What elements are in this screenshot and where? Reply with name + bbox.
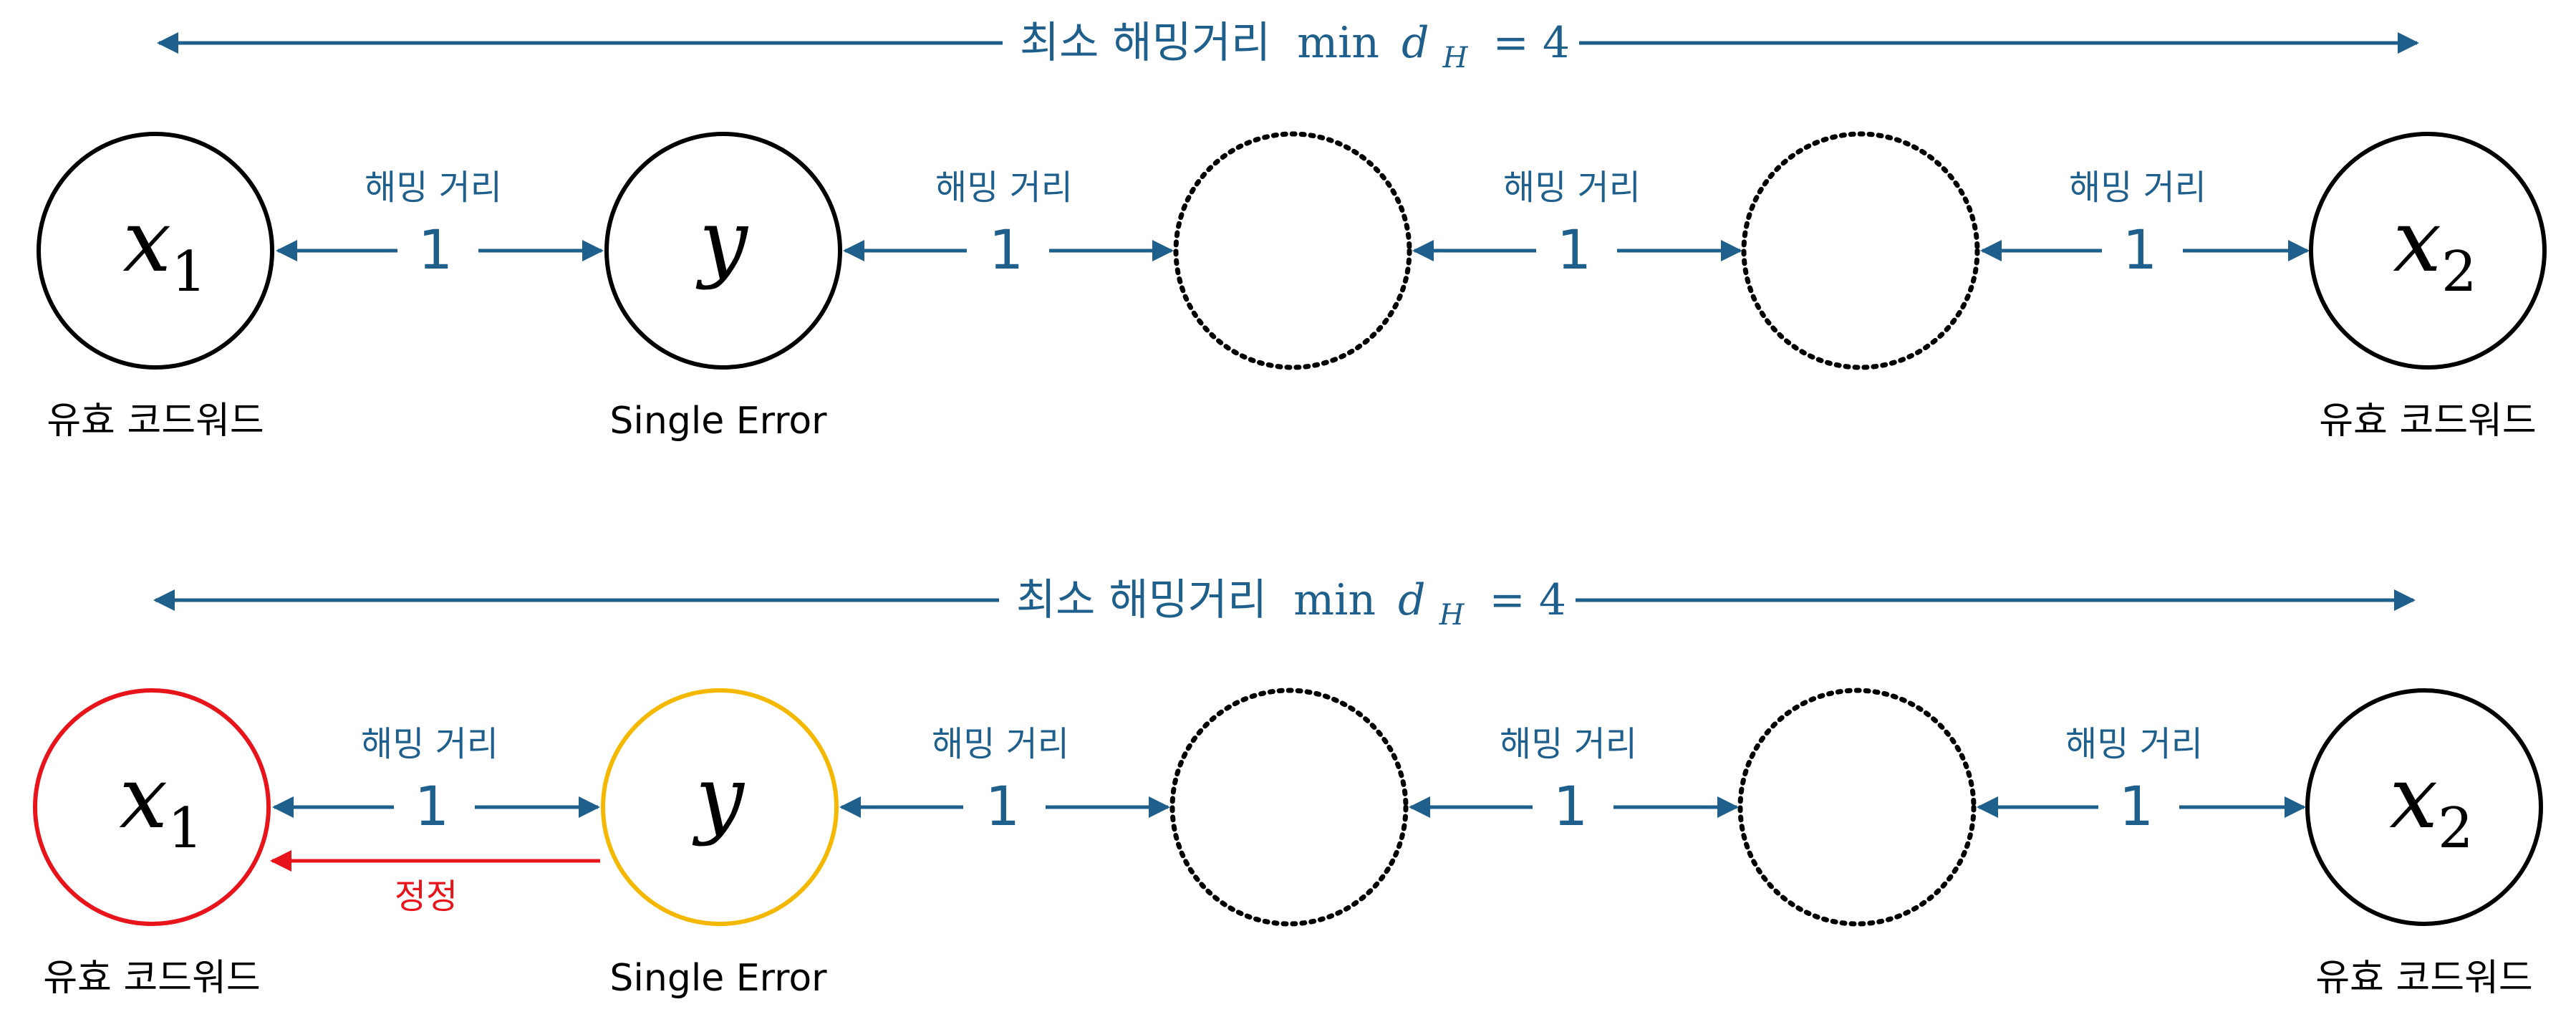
caption-x1-2: 유효 코드워드	[43, 957, 261, 1000]
node-x1	[37, 132, 274, 370]
edge-6-value: 1	[985, 774, 1020, 838]
min-distance-span: 최소 해밍거리 min d H = 4	[157, 18, 2419, 78]
distance-value: = 4	[1493, 18, 1571, 68]
edge-1-value: 1	[418, 218, 453, 281]
min-fn-2: min	[1293, 575, 1376, 625]
edge-8-value: 1	[2119, 774, 2153, 838]
edge-4-value: 1	[2123, 218, 2157, 281]
node-x1-corrected	[33, 688, 271, 926]
edge-8: 해밍 거리 1	[1977, 724, 2306, 838]
edge-5: 해밍 거리 1	[272, 724, 600, 838]
node-x2-symbol-2: x2	[2389, 748, 2473, 861]
min-distance-title: 최소 해밍거리 min d H = 4	[1020, 18, 1570, 78]
min-distance-prefix-2: 최소 해밍거리	[1016, 575, 1267, 625]
edge-2-value: 1	[989, 218, 1023, 281]
node-y	[604, 132, 842, 370]
edge-7: 해밍 거리 1	[1409, 724, 1739, 838]
node-intermediate-1	[1173, 131, 1412, 370]
edge-7-value: 1	[1553, 774, 1588, 838]
correction-arrow: 정정	[270, 850, 600, 917]
d-var-2: d	[1398, 575, 1425, 625]
node-y-symbol-2: y	[692, 748, 746, 848]
node-y-symbol: y	[695, 192, 749, 291]
edge-4: 해밍 거리 1	[1980, 168, 2310, 281]
caption-y: Single Error	[609, 400, 827, 443]
edge-2-title: 해밍 거리	[935, 168, 1073, 208]
edge-6: 해밍 거리 1	[839, 724, 1170, 838]
d-subscript-2: H	[1439, 599, 1465, 632]
edge-1-title: 해밍 거리	[365, 168, 502, 208]
node-x1-symbol-2: x1	[119, 748, 203, 861]
min-distance-title-2: 최소 해밍거리 min d H = 4	[1016, 575, 1566, 635]
node-intermediate-3	[1169, 688, 1409, 927]
caption-x2: 유효 코드워드	[2319, 400, 2537, 443]
correction-label: 정정	[395, 877, 458, 917]
edge-2: 해밍 거리 1	[843, 168, 1174, 281]
caption-y-2: Single Error	[609, 957, 827, 1000]
edge-1: 해밍 거리 1	[276, 168, 604, 281]
node-x2	[2309, 132, 2547, 370]
min-distance-span-2: 최소 해밍거리 min d H = 4	[153, 575, 2416, 635]
node-intermediate-4	[1737, 688, 1977, 927]
edge-5-value: 1	[415, 774, 449, 838]
caption-x1: 유효 코드워드	[47, 400, 264, 443]
d-var: d	[1402, 18, 1429, 68]
node-intermediate-2	[1741, 131, 1980, 370]
edge-3: 해밍 거리 1	[1412, 168, 1742, 281]
d-subscript: H	[1442, 42, 1469, 74]
edge-3-value: 1	[1557, 218, 1591, 281]
distance-value-2: = 4	[1490, 575, 1567, 625]
edge-6-title: 해밍 거리	[932, 724, 1069, 764]
node-x2-symbol: x2	[2393, 192, 2476, 304]
node-x1-symbol: x1	[122, 192, 206, 304]
node-y-error	[601, 688, 839, 926]
edge-3-title: 해밍 거리	[1503, 168, 1641, 208]
min-fn: min	[1297, 18, 1379, 68]
caption-x2-2: 유효 코드워드	[2315, 957, 2533, 1000]
min-distance-prefix: 최소 해밍거리	[1020, 18, 1270, 68]
node-x2-bottom	[2305, 688, 2543, 926]
panel-bottom: 최소 해밍거리 min d H = 4 x1 y x2 유효 코드워드 Sing…	[33, 575, 2543, 1000]
edge-5-title: 해밍 거리	[361, 724, 498, 764]
edge-8-title: 해밍 거리	[2065, 724, 2203, 764]
edge-4-title: 해밍 거리	[2069, 168, 2206, 208]
panel-top: 최소 해밍거리 min d H = 4 x1 y x2 유효 코드워드 Sing…	[37, 18, 2547, 443]
edge-7-title: 해밍 거리	[1500, 724, 1637, 764]
